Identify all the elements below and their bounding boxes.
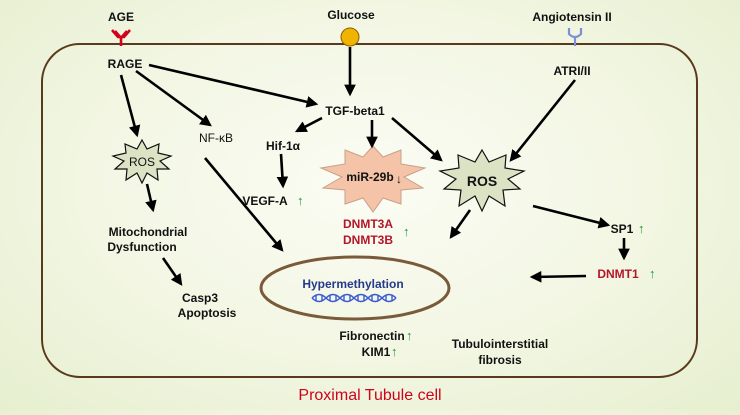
label-dysfunction: Dysfunction [107, 240, 176, 254]
nucleus-ellipse [259, 255, 451, 321]
label-apoptosis: Apoptosis [178, 306, 237, 320]
label-ros-right: ROS [467, 173, 497, 189]
label-mir29b: miR-29b [346, 170, 393, 184]
label-dnmt3b: DNMT3B [343, 233, 393, 247]
label-hypermethylation: Hypermethylation [302, 277, 403, 291]
label-fibronectin: Fibronectin [339, 329, 404, 343]
age-receptor-icon [111, 29, 131, 46]
label-tgf-beta1: TGF-beta1 [325, 104, 385, 118]
label-hif: Hif-1α [266, 139, 301, 153]
label-dnmt3a: DNMT3A [343, 217, 393, 231]
label-angiotensin: Angiotensin II [532, 10, 611, 24]
dnmt3-up-arrow: ↑ [403, 224, 410, 239]
label-rage: RAGE [108, 57, 143, 71]
mir-down-arrow: ↓ [396, 172, 402, 186]
label-dnmt1: DNMT1 [597, 267, 639, 281]
label-nfkb: NF-κB [199, 131, 233, 145]
mir29b-burst [319, 145, 427, 213]
label-fibrosis: fibrosis [478, 353, 522, 367]
label-ros-left: ROS [129, 155, 155, 169]
kim1-up-arrow: ↑ [391, 344, 398, 359]
dnmt1-up-arrow: ↑ [649, 266, 656, 281]
label-age: AGE [108, 10, 134, 24]
label-kim1: KIM1 [362, 345, 391, 359]
label-tubulointerstitial: Tubulointerstitial [452, 337, 548, 351]
label-atr: ATRI/II [553, 64, 590, 78]
label-glucose: Glucose [327, 8, 375, 22]
glucose-molecule-icon [340, 27, 360, 47]
label-sp1: SP1 [611, 222, 634, 236]
ros-right-burst [438, 148, 526, 213]
vegf-up-arrow: ↑ [297, 193, 304, 208]
sp1-up-arrow: ↑ [638, 221, 645, 236]
label-vegf: VEGF-A [242, 194, 288, 208]
label-mitochondrial: Mitochondrial [109, 225, 188, 239]
fibronectin-up-arrow: ↑ [406, 328, 413, 343]
pathway-arrows [119, 47, 630, 286]
ros-left-burst [111, 138, 173, 185]
cell-membrane [41, 43, 698, 378]
label-casp3: Casp3 [182, 291, 218, 305]
dna-helix-icon [311, 293, 397, 303]
angiotensin-receptor-icon [567, 28, 583, 46]
diagram-title: Proximal Tubule cell [298, 387, 441, 404]
